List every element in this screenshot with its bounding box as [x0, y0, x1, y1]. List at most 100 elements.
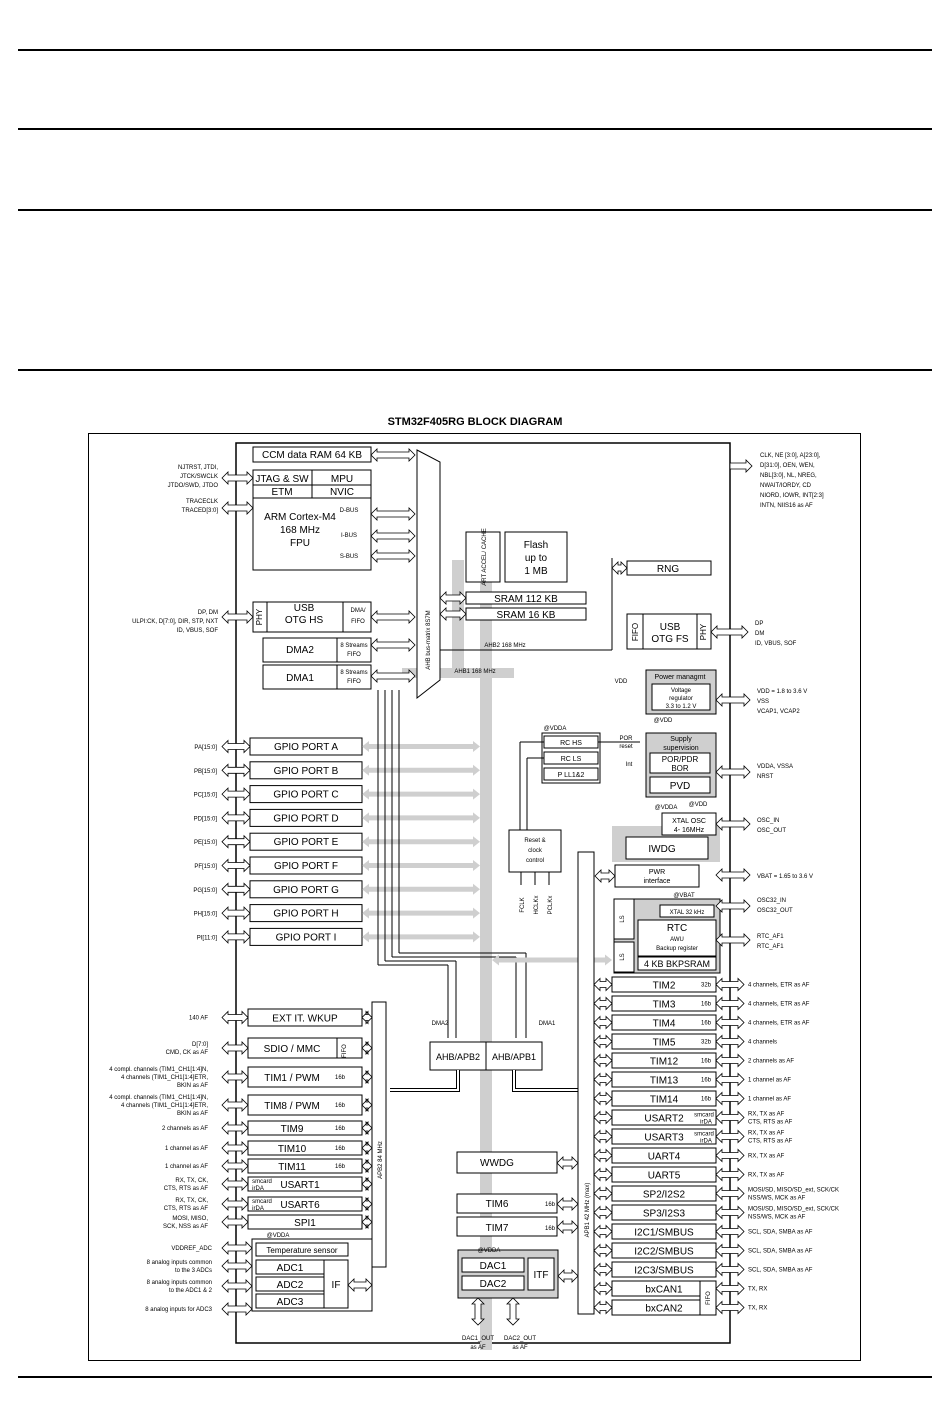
apb1-peripheral-label: I2C2/SMBUS: [634, 1247, 694, 1258]
apb1-bus-arrow: [593, 1034, 613, 1049]
dac2-out-arrow: [506, 1297, 520, 1326]
apb1-bus-arrow: [593, 1129, 613, 1144]
apb2-peripheral-label: EXT IT. WKUP: [272, 1014, 338, 1025]
gpio-bus-arrow: [362, 907, 480, 919]
iwdg-label: IWDG: [648, 844, 675, 855]
apb2-signal: RX, TX, CK,: [175, 1198, 208, 1204]
sram-112-label: SRAM 112 KB: [494, 594, 558, 605]
power-pin-arrow: [715, 693, 751, 707]
apb1-pin-arrow: [715, 1129, 745, 1144]
gpio-port-label: GPIO PORT I: [276, 932, 337, 943]
dma2-block: [262, 637, 372, 663]
apb1-pin-arrow: [715, 996, 745, 1011]
apb2-bits-label: 16b: [335, 1164, 346, 1170]
cpu-label: ARM Cortex-M4: [264, 512, 336, 523]
apb1-pin-arrow: [715, 1224, 745, 1239]
gpio-bus-arrow: [362, 741, 480, 752]
pwr-arrow: [594, 869, 616, 883]
rtc-backup-label: Backup register: [656, 946, 698, 952]
apb2-peripheral-label: SDIO / MMC: [264, 1044, 321, 1055]
apb2-peripheral-label: TIM1 / PWM: [264, 1073, 320, 1084]
apb1-pin-arrow: [715, 1243, 745, 1258]
vdd-label: VDD: [615, 679, 628, 685]
ahb1-label: AHB1 168 MHz: [454, 669, 495, 675]
apb1-pin-arrow: [715, 1300, 745, 1315]
apb2-pin-arrow: [221, 1010, 249, 1025]
gpio-port-label: GPIO PORT H: [273, 909, 338, 920]
pll-block: [543, 767, 599, 781]
gpio-port-label: GPIO PORT B: [274, 766, 339, 777]
sbus-arrow: [370, 549, 416, 563]
dma1-label: DMA1: [286, 673, 314, 684]
can-fifo-label: FIFO: [706, 1291, 712, 1305]
bus-matrix: [416, 449, 441, 700]
gpio-pin-arrow: [221, 787, 251, 802]
dac2-out-label: as AF: [512, 1345, 528, 1351]
reset-clock-label: control: [526, 858, 544, 864]
dbus-label: D-BUS: [340, 508, 359, 514]
usb-fs-label: USB: [660, 622, 681, 633]
vbat-label: VBAT = 1.65 to 3.6 V: [757, 874, 813, 880]
por-reset-label: POR: [619, 736, 633, 742]
dma1-arrow: [370, 669, 416, 683]
dac1: [461, 1257, 525, 1273]
apb1-signal: 4 channels, ETR as AF: [748, 1002, 810, 1008]
apb1-signal: TX, RX: [748, 1287, 767, 1293]
apb2-bus-arrow: [361, 1010, 373, 1025]
apb2-signal: 1 channel as AF: [165, 1146, 208, 1152]
apb2-signal: 1 channel as AF: [165, 1164, 208, 1170]
apb2-bus-arrow: [361, 1041, 373, 1055]
adc3-label: ADC3: [277, 1297, 304, 1308]
gpio-bus-arrow: [362, 836, 480, 848]
gpio-pin-arrow: [221, 834, 251, 849]
vbat-at-label: @VBAT: [673, 893, 695, 899]
mpu-label: MPU: [331, 474, 353, 485]
apb2-bus: [371, 1001, 387, 1268]
sram1-arrow: [439, 591, 467, 605]
apb2-smcard-label: smcard: [252, 1199, 272, 1205]
apb2-pin-arrow: [221, 1177, 249, 1191]
apb2-pin-arrow: [221, 1041, 249, 1055]
fsmc-signals: NWAIT/IORDY, CD: [760, 483, 812, 489]
iwdg-block: [625, 836, 709, 860]
apb1-signal: NSS/WS, MCK as AF: [748, 1215, 806, 1221]
gpio-bus-arrow: [362, 764, 480, 776]
ibus-arrow: [370, 529, 416, 543]
bus-matrix-label: AHB bus-matrix 8S7M: [426, 610, 432, 669]
usb-otg-hs: [252, 601, 372, 633]
apb2-bits-label: 16b: [335, 1103, 346, 1109]
apb2-bridge-link-inner: [390, 1070, 459, 1091]
apb1-bits-label: 32b: [701, 1040, 712, 1046]
gpio-port-label: GPIO PORT A: [274, 742, 338, 753]
adc-if-label: IF: [332, 1280, 341, 1291]
por-pdr-label: BOR: [671, 764, 689, 773]
dac-block: [457, 1249, 559, 1299]
dac1-out-label: DAC1_OUT: [462, 1336, 494, 1342]
flash-memory: [504, 531, 568, 583]
apb1-signal: 1 channel as AF: [748, 1078, 791, 1084]
apb1-signal: SCL, SDA, SMBA as AF: [748, 1268, 813, 1274]
apb1-bus-arrow: [593, 1262, 613, 1277]
apb1-signal: RX, TX as AF: [748, 1131, 785, 1137]
gpio-port-label: GPIO PORT D: [273, 813, 338, 824]
apb2-signal: 2 channels as AF: [162, 1126, 208, 1132]
dac2-label: DAC2: [480, 1279, 507, 1290]
rc-hs-label: RC HS: [560, 740, 582, 747]
apb1-signal: 4 channels, ETR as AF: [748, 1021, 810, 1027]
etm-label: ETM: [271, 487, 292, 498]
apb2-bus-arrow: [361, 1070, 373, 1084]
supply-pin-arrow: [715, 765, 751, 779]
gpio-pin-label: PG[15:0]: [193, 888, 217, 894]
adc-signal: 8 analog inputs common: [147, 1280, 212, 1286]
trace-pin-arrow: [221, 501, 254, 515]
apb2-peripheral-label: USART6: [280, 1200, 320, 1211]
power-mgmt: [645, 669, 717, 715]
apb1-bus-arrow: [593, 1167, 613, 1182]
bkpsram-block: [637, 956, 717, 971]
apb1-smcard-label: smcard: [694, 1113, 714, 1119]
regulator-label: Voltage: [671, 688, 692, 694]
diagram-frame: [88, 433, 861, 1361]
apb1-peripheral-label: bxCAN2: [645, 1304, 683, 1315]
apb2-bus-arrow: [361, 1159, 373, 1173]
xtal-vdd-label: @VDD: [689, 802, 708, 808]
